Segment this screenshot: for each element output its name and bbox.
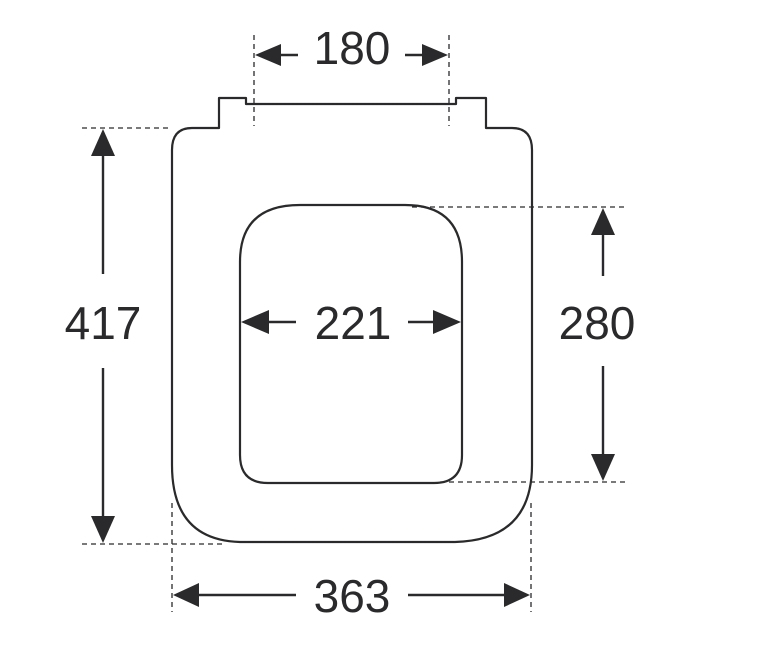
arrowhead-up [591, 208, 615, 235]
dimension-label: 363 [314, 570, 391, 622]
dimension-inner-width: 221 [241, 297, 461, 349]
arrowhead-left [173, 583, 199, 607]
arrowhead-up [91, 129, 115, 156]
arrowhead-right [504, 583, 530, 607]
arrowhead-right [422, 44, 448, 66]
dimension-top-width: 180 [255, 22, 448, 74]
arrowhead-down [91, 516, 115, 543]
arrowhead-right [433, 310, 461, 334]
dimension-label: 417 [65, 297, 142, 349]
dimension-inner-height: 280 [559, 208, 636, 481]
dimension-label: 180 [314, 22, 391, 74]
dimension-total-width: 363 [173, 570, 530, 622]
dimension-total-height: 417 [65, 129, 142, 543]
arrowhead-left [241, 310, 269, 334]
arrowhead-left [255, 44, 281, 66]
arrowhead-down [591, 454, 615, 481]
seat-outer-outline [170, 96, 534, 544]
seat-inner-opening [238, 203, 464, 485]
dimension-label: 280 [559, 297, 636, 349]
dimension-label: 221 [315, 297, 392, 349]
